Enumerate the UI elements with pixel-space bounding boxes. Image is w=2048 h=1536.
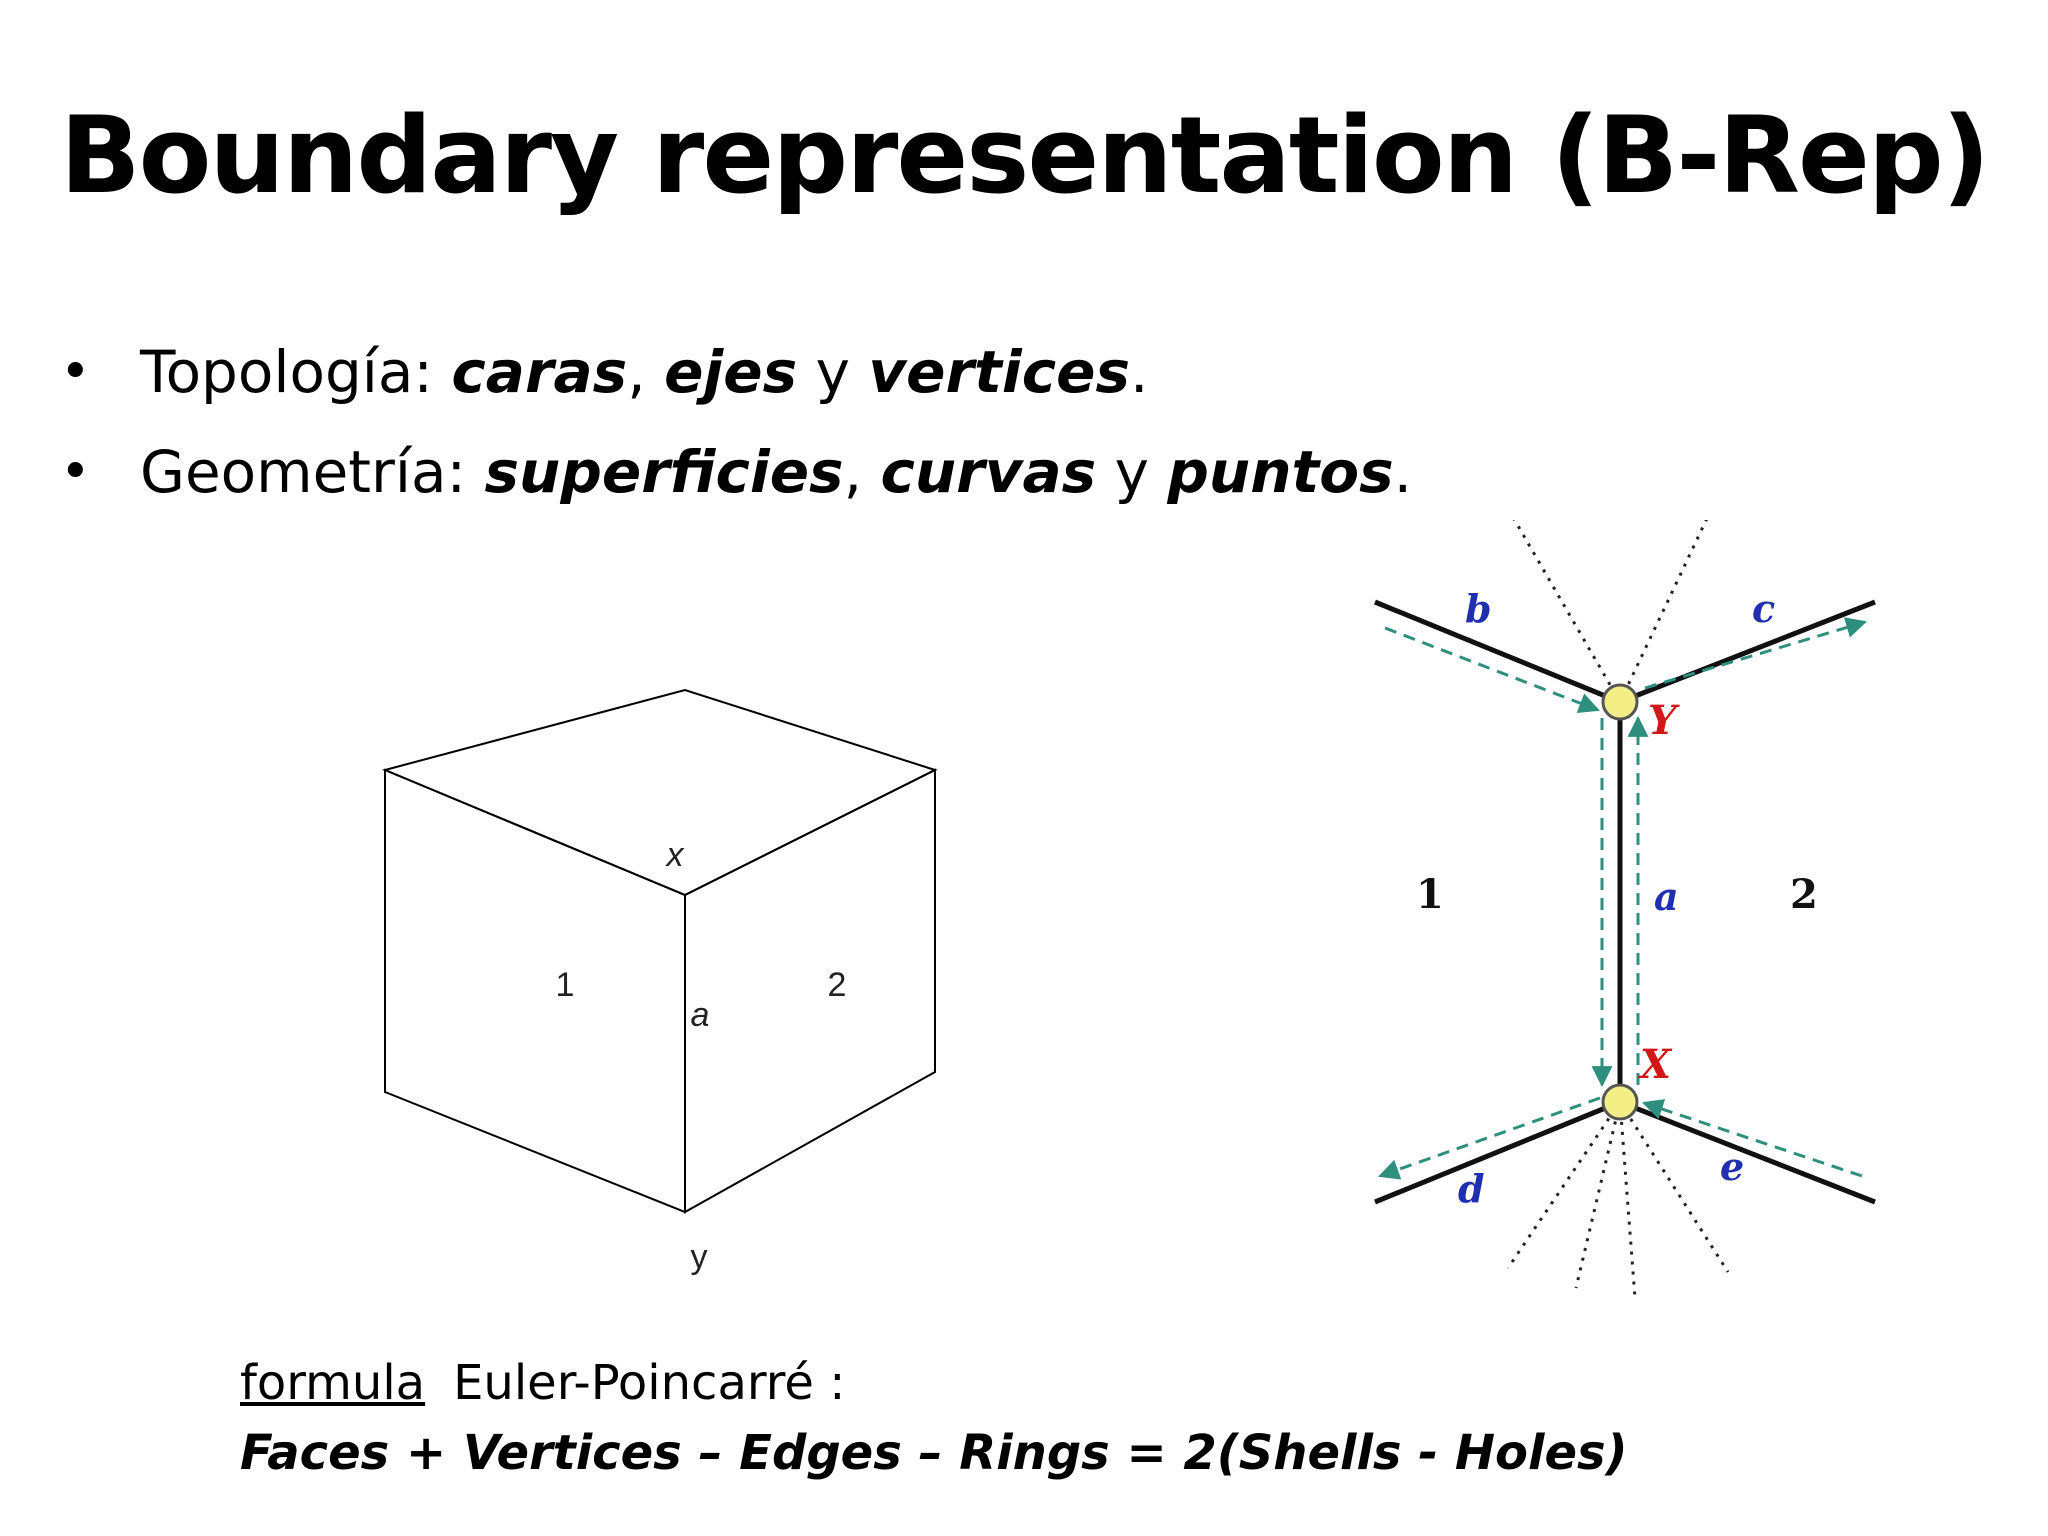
bullet-dot: • <box>60 442 91 502</box>
edge-label-c: c <box>1752 586 1775 631</box>
bullet-geometry: • Geometría: superficies, curvas y punto… <box>60 422 1412 522</box>
term-vertices: vertices <box>868 338 1130 406</box>
separator: , <box>627 338 665 406</box>
cube-left-face <box>384 768 686 1214</box>
cube-right-face <box>684 768 936 1214</box>
face-label-1: 1 <box>1416 871 1444 918</box>
cube-face-2: 2 <box>828 966 847 1004</box>
arrow-d-out <box>1378 1096 1601 1180</box>
vertex-label-X: X <box>1637 1041 1673 1088</box>
edge-label-b: b <box>1465 586 1492 631</box>
vertex-top <box>1601 683 1639 721</box>
separator: y <box>1096 438 1168 506</box>
slide-title: Boundary representation (B-Rep) <box>59 94 1990 217</box>
separator: y <box>797 338 869 406</box>
period: . <box>1129 338 1149 406</box>
cube-top-face <box>381 688 938 897</box>
bullet-list: • Topología: caras, ejes y vertices. • G… <box>60 322 1412 522</box>
arrow-b-in <box>1384 626 1600 714</box>
cube-diagram: x 1 2 a y <box>381 688 938 1276</box>
bullet-text: Geometría: superficies, curvas y puntos. <box>140 422 1412 522</box>
edge-label-e: e <box>1720 1144 1744 1189</box>
formula-label: formula <box>240 1355 426 1411</box>
edge-label-a: a <box>1654 874 1679 919</box>
vertex-label-Y: Y <box>1648 697 1680 744</box>
bullet-prefix: Topología: <box>140 338 452 406</box>
arrow-c-out <box>1644 617 1868 690</box>
separator: , <box>843 438 881 506</box>
bullet-topology: • Topología: caras, ejes y vertices. <box>60 322 1360 422</box>
bullet-prefix: Geometría: <box>140 438 485 506</box>
cube-face-1: 1 <box>556 966 575 1004</box>
term-caras: caras <box>451 338 628 406</box>
edge-label-d: d <box>1458 1166 1485 1211</box>
dashed-arrows <box>1378 617 1868 1180</box>
winged-edge-diagram: b c Y 1 a 2 X d e <box>1374 520 1876 1299</box>
term-curvas: curvas <box>880 438 1097 506</box>
formula-block: formula Euler-Poincarré : Faces + Vertice… <box>240 1348 1628 1488</box>
formula-name: Euler-Poincarré : <box>453 1355 846 1411</box>
arrow-e-in <box>1642 1099 1863 1178</box>
cube-vertex-y: y <box>691 1238 708 1276</box>
cube-vertex-x: x <box>665 836 685 874</box>
formula-heading: formula Euler-Poincarré : <box>240 1348 1628 1418</box>
solid-edges <box>1374 599 1876 1205</box>
dotted-context-lines <box>1506 520 1730 1299</box>
cube-edge-a: a <box>691 996 710 1034</box>
term-superficies: superficies <box>484 438 844 506</box>
formula-equation: Faces + Vertices – Edges – Rings = 2(She… <box>240 1425 1628 1481</box>
bullet-dot: • <box>60 342 91 402</box>
term-puntos: puntos <box>1167 438 1394 506</box>
bullet-text: Topología: caras, ejes y vertices. <box>140 322 1148 422</box>
face-label-2: 2 <box>1790 871 1818 918</box>
period: . <box>1393 438 1413 506</box>
term-ejes: ejes <box>664 338 798 406</box>
vertex-bottom <box>1601 1083 1639 1121</box>
